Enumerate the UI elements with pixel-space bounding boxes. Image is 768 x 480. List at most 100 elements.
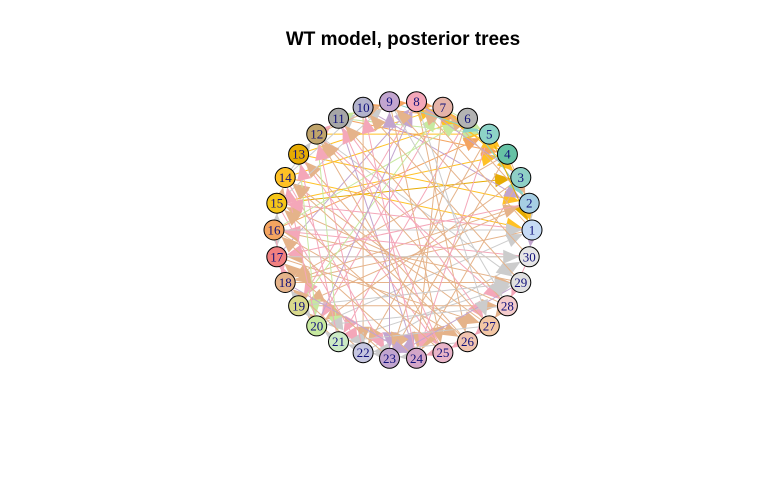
edge-line <box>300 213 499 303</box>
edge-line <box>429 185 517 337</box>
node-circle <box>352 96 374 118</box>
edge-line <box>321 159 362 344</box>
node-17: 17 <box>266 246 288 268</box>
edge-arrowhead <box>365 108 383 125</box>
node-14: 14 <box>274 167 296 188</box>
edge-21-13 <box>297 164 337 333</box>
edge-arrowhead <box>323 141 340 159</box>
edge-arrowhead <box>284 209 301 226</box>
node-13: 13 <box>288 143 310 165</box>
node-circle <box>432 342 454 364</box>
node-label: 26 <box>461 334 475 349</box>
node-label: 18 <box>279 275 292 290</box>
edge-arrowhead <box>494 173 511 188</box>
node-circle <box>478 315 500 337</box>
edge-8-27 <box>419 111 488 317</box>
edge-arrowhead <box>396 109 413 126</box>
edge-line <box>315 173 462 335</box>
node-label: 6 <box>464 111 471 126</box>
node-circle <box>274 272 296 293</box>
node-2: 2 <box>518 192 540 214</box>
node-circle <box>432 96 454 118</box>
node-4: 4 <box>496 143 518 165</box>
edge-line <box>397 127 465 334</box>
edge-line <box>333 153 483 319</box>
node-circle <box>266 192 288 214</box>
edge-line <box>286 259 465 319</box>
edge-2-17 <box>286 204 520 259</box>
node-21: 21 <box>328 331 349 353</box>
edge-22-12 <box>315 143 362 344</box>
edge-line <box>419 111 482 302</box>
node-19: 19 <box>288 295 310 317</box>
node-label: 25 <box>436 345 449 360</box>
node-16: 16 <box>263 219 285 241</box>
edge-arrowhead <box>474 299 488 317</box>
node-15: 15 <box>266 192 288 214</box>
edge-1-8 <box>423 109 526 223</box>
edge-arrowhead <box>480 152 498 167</box>
edge-arrowhead <box>283 187 298 205</box>
edge-line <box>411 287 513 346</box>
node-circle <box>457 107 478 129</box>
node-circle <box>328 107 349 129</box>
edge-arrowhead <box>292 184 310 201</box>
edge-arrowhead <box>483 283 500 300</box>
edge-12-28 <box>323 140 500 300</box>
node-25: 25 <box>432 342 454 364</box>
node-circle <box>496 143 518 165</box>
node-5: 5 <box>478 123 500 145</box>
edge-line <box>308 284 496 306</box>
node-29: 29 <box>510 272 532 293</box>
node-circle <box>328 331 349 353</box>
node-circle <box>266 246 288 268</box>
edge-line <box>337 182 514 312</box>
node-circle <box>288 143 310 165</box>
node-label: 2 <box>526 196 533 211</box>
edge-line <box>299 234 512 281</box>
node-28: 28 <box>496 295 518 317</box>
node-10: 10 <box>352 96 374 118</box>
node-6: 6 <box>457 107 478 129</box>
node-circle <box>406 91 427 113</box>
node-26: 26 <box>457 331 478 353</box>
edge-arrowhead <box>370 332 385 350</box>
edge-line <box>299 164 315 301</box>
node-circle <box>457 331 478 353</box>
edge-arrowhead <box>361 117 376 135</box>
edge-arrowhead <box>315 143 329 161</box>
node-circle <box>263 219 285 241</box>
edge-line <box>342 306 498 324</box>
node-label: 16 <box>268 223 282 238</box>
node-label: 3 <box>518 170 525 185</box>
edge-25-15 <box>284 209 436 347</box>
edge-8-26 <box>418 111 469 332</box>
node-label: 27 <box>483 318 497 333</box>
edge-arrowhead <box>455 314 469 332</box>
edge-arrowhead <box>369 114 386 132</box>
node-label: 12 <box>310 127 323 142</box>
edge-9-28 <box>394 110 503 298</box>
node-circle <box>478 123 500 145</box>
node-9: 9 <box>379 91 400 113</box>
node-circle <box>306 123 328 145</box>
edge-line <box>323 140 489 289</box>
edge-arrowhead <box>462 138 481 152</box>
node-label: 22 <box>357 345 370 360</box>
edge-line <box>355 137 502 299</box>
node-label: 29 <box>514 275 527 290</box>
edge-arrowhead <box>321 299 336 318</box>
edge-line <box>307 158 499 270</box>
node-22: 22 <box>352 342 374 364</box>
plot-title: WT model, posterior trees <box>285 29 521 50</box>
node-label: 7 <box>440 100 447 115</box>
node-label: 10 <box>357 100 370 115</box>
node-label: 1 <box>529 223 536 238</box>
edge-line <box>406 120 523 250</box>
node-circle <box>306 315 328 337</box>
edge-arrowhead <box>284 263 301 280</box>
node-24: 24 <box>406 347 427 369</box>
node-18: 18 <box>274 272 296 293</box>
